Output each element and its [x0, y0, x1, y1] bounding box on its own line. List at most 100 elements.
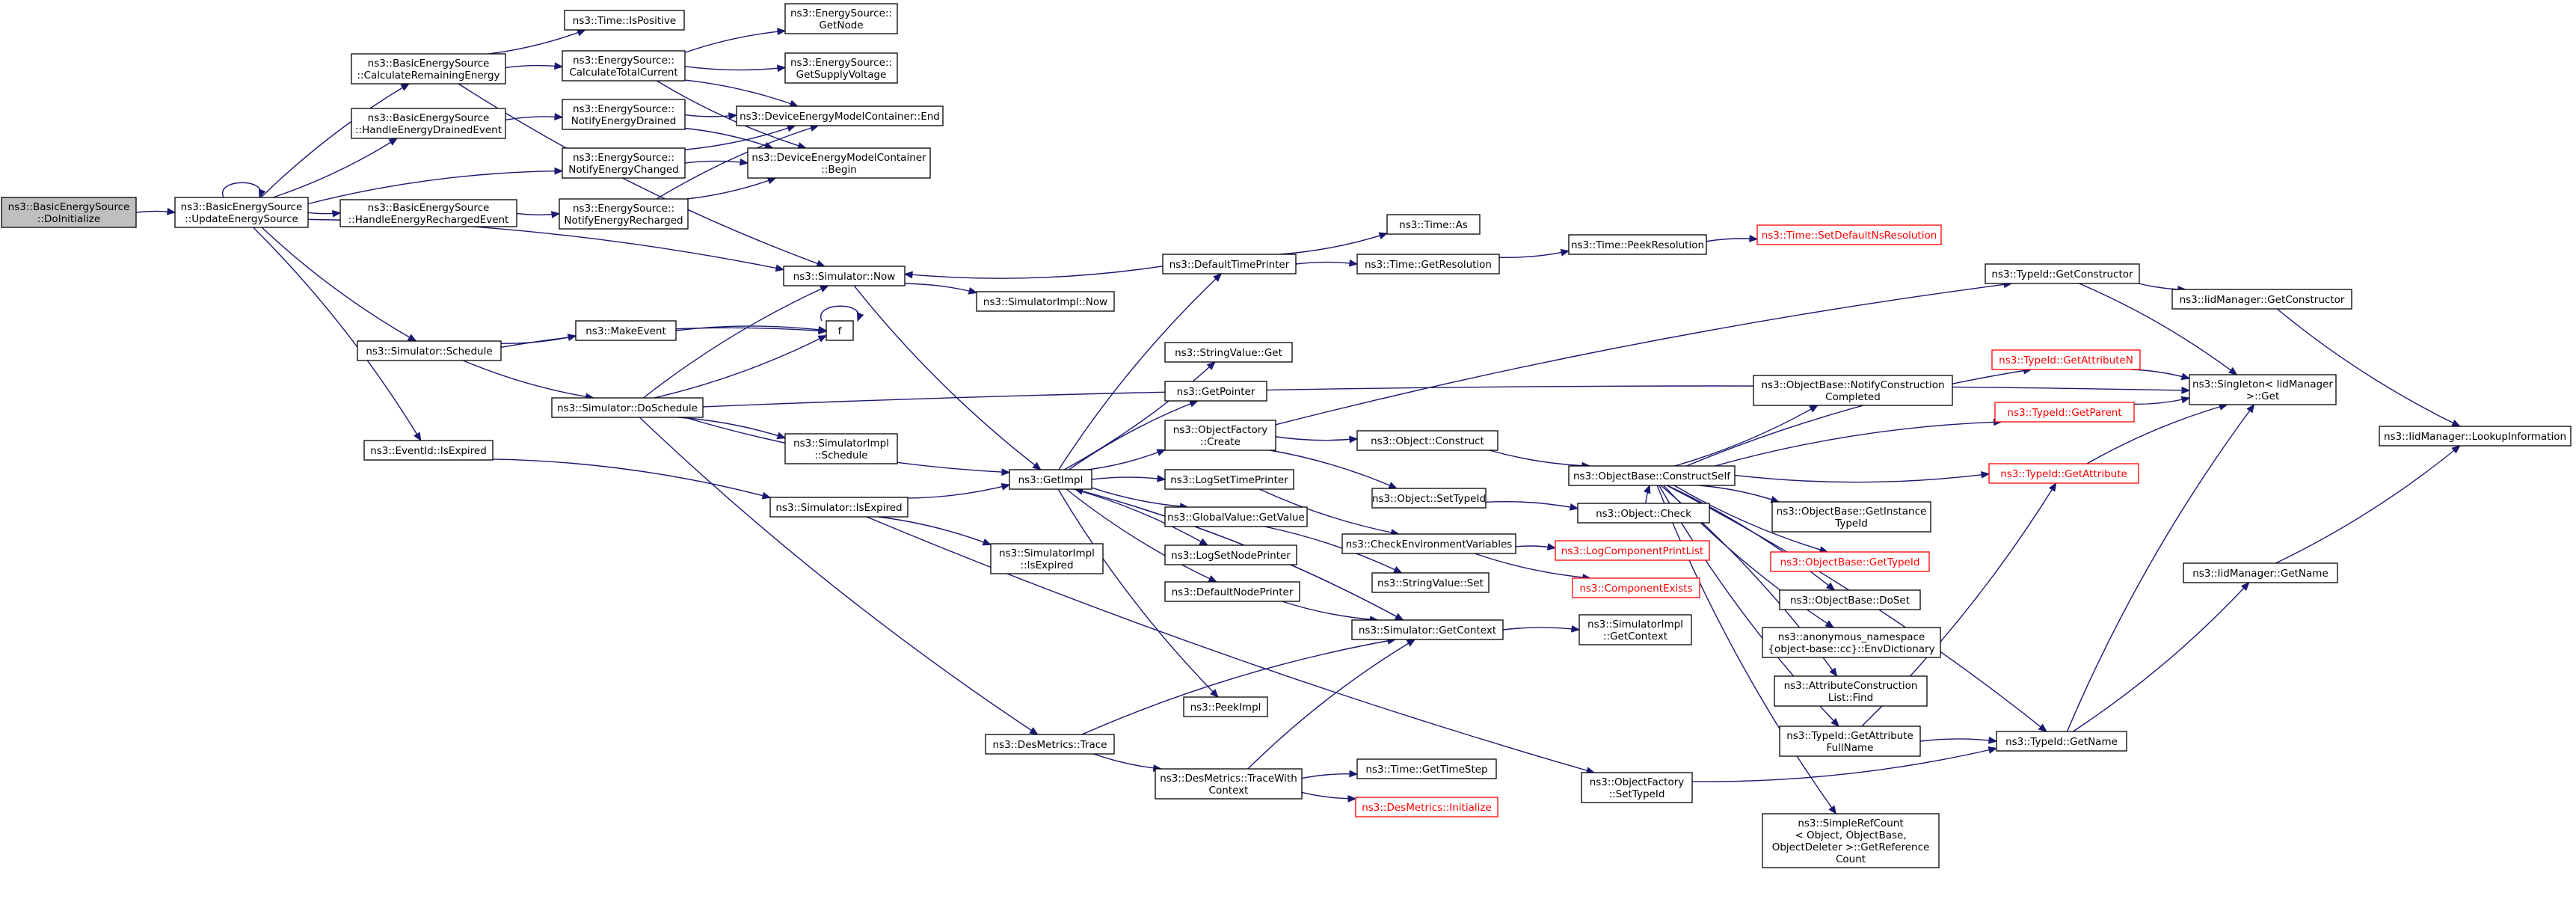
- node-desmetricstrace[interactable]: ns3::DesMetrics::Trace: [985, 734, 1115, 755]
- node-label: ns3::TypeId::GetAttribute: [2000, 468, 2127, 480]
- edge-arrowhead: [968, 287, 978, 295]
- node-simimplisexpired[interactable]: ns3::SimulatorImpl::IsExpired: [990, 543, 1104, 574]
- node-defaulttime[interactable]: ns3::DefaultTimePrinter: [1162, 254, 1297, 274]
- node-simschedule[interactable]: ns3::Simulator::Schedule: [357, 340, 502, 361]
- node-iidgetname[interactable]: ns3::IidManager::GetName: [2183, 562, 2338, 583]
- node-typeidgetname[interactable]: ns3::TypeId::GetName: [1996, 731, 2127, 752]
- node-defaultnode[interactable]: ns3::DefaultNodePrinter: [1164, 581, 1300, 602]
- node-simplerefcount[interactable]: ns3::SimpleRefCount< Object, ObjectBase,…: [1762, 813, 1940, 868]
- node-simimplnow[interactable]: ns3::SimulatorImpl::Now: [976, 291, 1115, 312]
- node-notifydrained[interactable]: ns3::EnergySource::NotifyEnergyDrained: [562, 99, 686, 130]
- node-objbasecs[interactable]: ns3::ObjectBase::ConstructSelf: [1568, 465, 1736, 486]
- node-label: ns3::GetPointer: [1177, 386, 1255, 398]
- node-timeas[interactable]: ns3::Time::As: [1386, 214, 1481, 235]
- node-iidgetctor[interactable]: ns3::IidManager::GetConstructor: [2171, 289, 2352, 310]
- node-handlerecharged[interactable]: ns3::BasicEnergySource::HandleEnergyRech…: [339, 199, 517, 227]
- node-peekimpl[interactable]: ns3::PeekImpl: [1183, 696, 1268, 717]
- edge-simisexpired-to-simimplisexpired: [878, 516, 992, 546]
- edge-arrowhead: [1830, 717, 1839, 727]
- node-timepeekres[interactable]: ns3::Time::PeekResolution: [1568, 234, 1707, 255]
- node-objfactsettypeid[interactable]: ns3::ObjectFactory::SetTypeId: [1581, 772, 1693, 803]
- edge-iidgetname-to-iidlookup: [2275, 445, 2461, 564]
- node-label: ns3::Time::IsPositive: [573, 15, 676, 27]
- edge-line: [1063, 361, 1216, 470]
- edge-arrowhead: [1569, 503, 1579, 511]
- edge-line: [2130, 369, 2190, 379]
- node-stringvalueget[interactable]: ns3::StringValue::Get: [1164, 342, 1293, 363]
- node-timesetdef[interactable]: ns3::Time::SetDefaultNsResolution: [1756, 224, 1942, 245]
- edge-calctotal-to-dcend: [684, 79, 799, 108]
- node-compexists[interactable]: ns3::ComponentExists: [1572, 577, 1700, 598]
- node-getsupply[interactable]: ns3::EnergySource::GetSupplyVoltage: [784, 52, 898, 84]
- node-simdoschedule[interactable]: ns3::Simulator::DoSchedule: [551, 397, 704, 418]
- node-objcheck[interactable]: ns3::Object::Check: [1577, 503, 1710, 524]
- node-label: ns3::BasicEnergySource: [8, 201, 130, 213]
- edge-line: [1087, 449, 1166, 470]
- node-envdict[interactable]: ns3::anonymous_namespace{object-base::cc…: [1762, 627, 1941, 658]
- node-box: [1341, 533, 1516, 554]
- node-getpointer[interactable]: ns3::GetPointer: [1164, 381, 1267, 402]
- node-objbasedoset[interactable]: ns3::ObjectBase::DoSet: [1779, 589, 1921, 610]
- node-globalvalue[interactable]: ns3::GlobalValue::GetValue: [1164, 506, 1308, 527]
- node-box: [784, 433, 898, 464]
- node-logcomp[interactable]: ns3::LogComponentPrintList: [1555, 540, 1710, 561]
- edge-update-to-handlerecharged: [307, 209, 342, 218]
- node-simisexpired[interactable]: ns3::Simulator::IsExpired: [769, 497, 909, 518]
- edge-line: [702, 385, 2190, 408]
- node-objfactcreate[interactable]: ns3::ObjectFactory::Create: [1164, 420, 1276, 451]
- node-label: ns3::Object::Check: [1596, 508, 1691, 520]
- node-f[interactable]: f: [826, 320, 854, 341]
- node-logsettime[interactable]: ns3::LogSetTimePrinter: [1164, 469, 1294, 490]
- node-label: ::Schedule: [814, 450, 867, 461]
- node-timegetstep[interactable]: ns3::Time::GetTimeStep: [1356, 758, 1497, 779]
- node-calcrem[interactable]: ns3::BasicEnergySource::CalculateRemaini…: [351, 53, 506, 85]
- node-dcbegin[interactable]: ns3::DeviceEnergyModelContainer::Begin: [747, 147, 931, 179]
- node-objbasegettypeid[interactable]: ns3::ObjectBase::GetTypeId: [1770, 551, 1930, 572]
- node-simnow[interactable]: ns3::Simulator::Now: [783, 266, 906, 286]
- node-simimplschedule[interactable]: ns3::SimulatorImpl::Schedule: [784, 433, 898, 464]
- node-calctotal[interactable]: ns3::EnergySource::CalculateTotalCurrent: [562, 50, 686, 82]
- node-makeevent[interactable]: ns3::MakeEvent: [575, 320, 677, 341]
- node-eventisexpired[interactable]: ns3::EventId::IsExpired: [363, 440, 494, 461]
- edge-timepeekres-to-timesetdef: [1706, 234, 1759, 242]
- node-iidlookup[interactable]: ns3::IidManager::LookupInformation: [2379, 426, 2572, 447]
- node-label: ns3::ComponentExists: [1579, 583, 1692, 595]
- node-objsettypeid[interactable]: ns3::Object::SetTypeId: [1371, 488, 1487, 509]
- edge-arrowhead: [739, 158, 749, 166]
- node-label: ns3::MakeEvent: [585, 325, 666, 337]
- node-update[interactable]: ns3::BasicEnergySource::UpdateEnergySour…: [174, 197, 309, 228]
- node-label: ns3::LogSetTimePrinter: [1170, 474, 1288, 486]
- node-stringvalueset[interactable]: ns3::StringValue::Set: [1371, 572, 1490, 593]
- node-doinit[interactable]: ns3::BasicEnergySource::DoInitialize: [1, 197, 137, 228]
- edge-line: [1699, 485, 1780, 503]
- node-getnode[interactable]: ns3::EnergySource::GetNode: [784, 3, 898, 34]
- node-label: ns3::Simulator::GetContext: [1359, 625, 1496, 636]
- node-simimplgetcontext[interactable]: ns3::SimulatorImpl::GetContext: [1579, 614, 1692, 645]
- node-logsetnode[interactable]: ns3::LogSetNodePrinter: [1164, 544, 1297, 565]
- node-getimpl[interactable]: ns3::GetImpl: [1009, 469, 1092, 490]
- node-typeidgetattrn[interactable]: ns3::TypeId::GetAttributeN: [1991, 349, 2141, 370]
- node-typeidgetctor[interactable]: ns3::TypeId::GetConstructor: [1985, 263, 2140, 284]
- node-timeispos[interactable]: ns3::Time::IsPositive: [564, 10, 685, 31]
- node-objbasenotify[interactable]: ns3::ObjectBase::NotifyConstructionCompl…: [1753, 375, 1953, 406]
- node-box: [1985, 263, 2140, 284]
- node-simgetcontext[interactable]: ns3::Simulator::GetContext: [1351, 619, 1504, 640]
- node-singleton[interactable]: ns3::Singleton< IidManager>::Get: [2189, 374, 2337, 405]
- node-timegetres[interactable]: ns3::Time::GetResolution: [1356, 254, 1500, 274]
- node-checkenv[interactable]: ns3::CheckEnvironmentVariables: [1341, 533, 1516, 554]
- node-label: NotifyEnergyDrained: [571, 115, 677, 127]
- node-notifyrecharged[interactable]: ns3::EnergySource::NotifyEnergyRecharged: [559, 198, 689, 230]
- node-dcend[interactable]: ns3::DeviceEnergyModelContainer::End: [736, 105, 944, 126]
- edge-objfactsettypeid-to-typeidgetname: [1691, 746, 1998, 782]
- node-objconstruct[interactable]: ns3::Object::Construct: [1356, 430, 1498, 451]
- node-typeidgetattr[interactable]: ns3::TypeId::GetAttribute: [1988, 463, 2139, 484]
- node-desmetricsinit[interactable]: ns3::DesMetrics::Initialize: [1355, 797, 1498, 817]
- edge-arrowhead: [1213, 273, 1223, 282]
- node-notifychanged[interactable]: ns3::EnergySource::NotifyEnergyChanged: [562, 147, 686, 179]
- node-handledrained[interactable]: ns3::BasicEnergySource::HandleEnergyDrai…: [351, 108, 506, 139]
- node-typeidgetparent[interactable]: ns3::TypeId::GetParent: [1994, 402, 2135, 423]
